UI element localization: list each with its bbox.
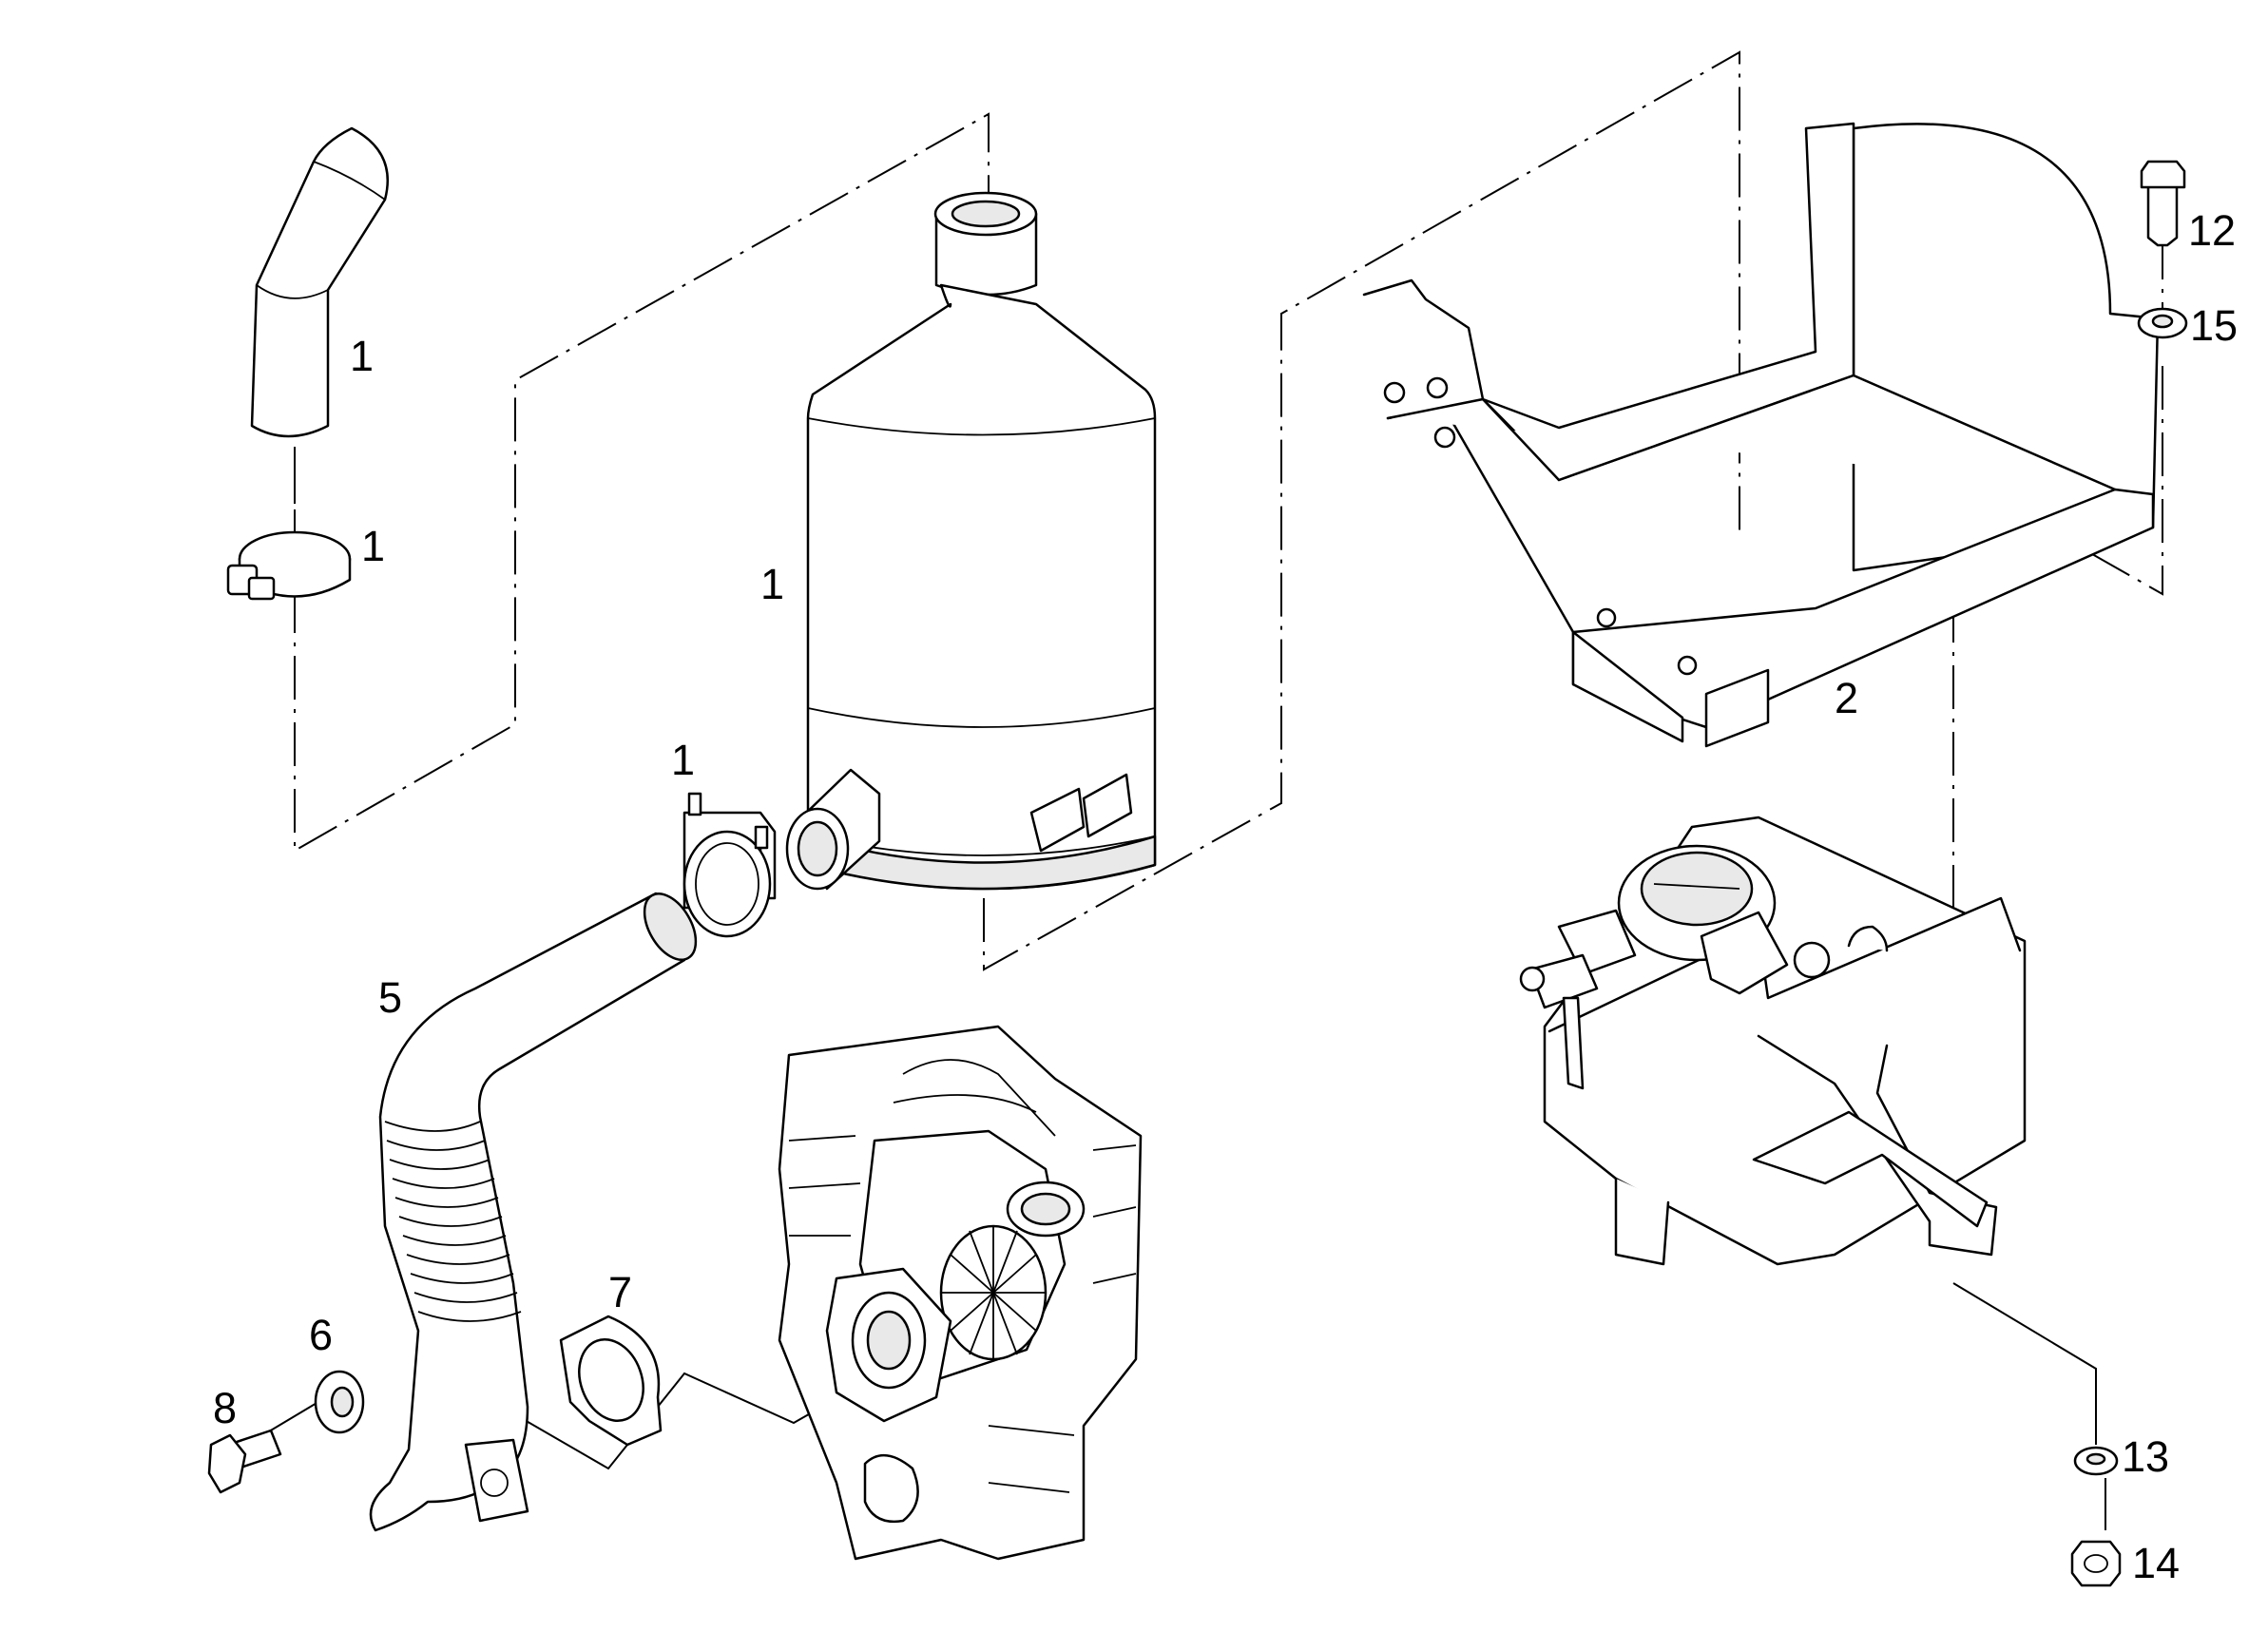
callout-bracket: 2 bbox=[1835, 674, 1858, 722]
callout-bolt: 12 bbox=[2188, 206, 2236, 255]
tank-assembly bbox=[1519, 816, 2027, 1266]
callout-muffler: 1 bbox=[760, 560, 784, 608]
upper-washer-part bbox=[2137, 307, 2188, 339]
tailpipe-part bbox=[250, 126, 390, 438]
callout-lower-washer: 13 bbox=[2122, 1432, 2169, 1481]
callout-upper-clamp: 1 bbox=[361, 522, 385, 570]
callout-washer: 6 bbox=[309, 1311, 333, 1359]
washer-part bbox=[314, 1370, 365, 1434]
muffler-part bbox=[785, 191, 1157, 891]
callout-gasket: 7 bbox=[608, 1268, 632, 1316]
callout-nut: 14 bbox=[2132, 1539, 2180, 1587]
callout-screw: 8 bbox=[213, 1384, 237, 1432]
gasket-part bbox=[559, 1315, 663, 1447]
mounting-bracket-part bbox=[1362, 122, 2160, 748]
upper-clamp-part bbox=[226, 530, 352, 601]
callout-lower-clamp: 1 bbox=[671, 736, 695, 784]
screw-part bbox=[207, 1429, 282, 1494]
lower-washer-part bbox=[2073, 1446, 2119, 1476]
lower-clamp-part bbox=[682, 792, 777, 938]
part-callouts: 1 1 1 1 2 5 6 7 8 12 13 14 15 bbox=[213, 206, 2238, 1587]
flexible-hose-part bbox=[369, 892, 698, 1532]
bolt-part bbox=[2140, 160, 2186, 247]
callout-upper-washer: 15 bbox=[2190, 301, 2238, 350]
callout-hose: 5 bbox=[378, 973, 402, 1022]
engine-turbocharger-assembly bbox=[778, 1025, 1143, 1561]
nut-part bbox=[2070, 1540, 2122, 1587]
callout-tailpipe: 1 bbox=[350, 332, 374, 380]
